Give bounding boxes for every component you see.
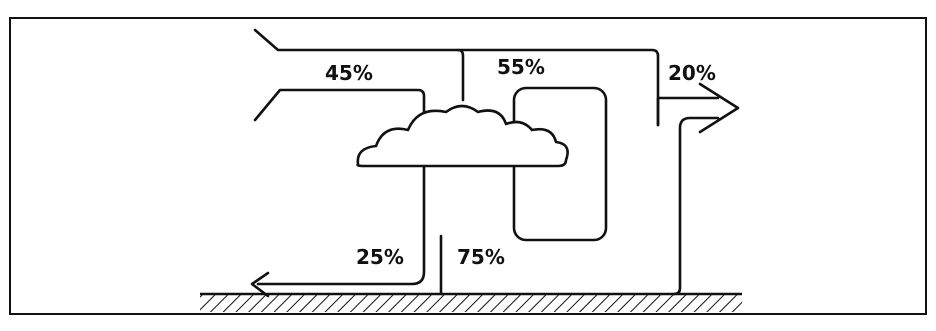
- lower-incoming-flow: [253, 88, 426, 286]
- hatched-ground-icon: [200, 294, 742, 312]
- label-top-left: 45%: [325, 61, 373, 85]
- label-bottom-middle: 75%: [457, 245, 505, 269]
- label-bottom-left: 25%: [356, 245, 404, 269]
- cloud-icon: [356, 104, 569, 168]
- diagram-frame: [9, 17, 927, 315]
- right-outgoing-arrow: [656, 82, 740, 296]
- left-outgoing-arrow: [250, 271, 270, 298]
- top-crossing-flow: [456, 48, 660, 127]
- label-top-right: 20%: [668, 61, 716, 85]
- label-top-middle: 55%: [497, 55, 545, 79]
